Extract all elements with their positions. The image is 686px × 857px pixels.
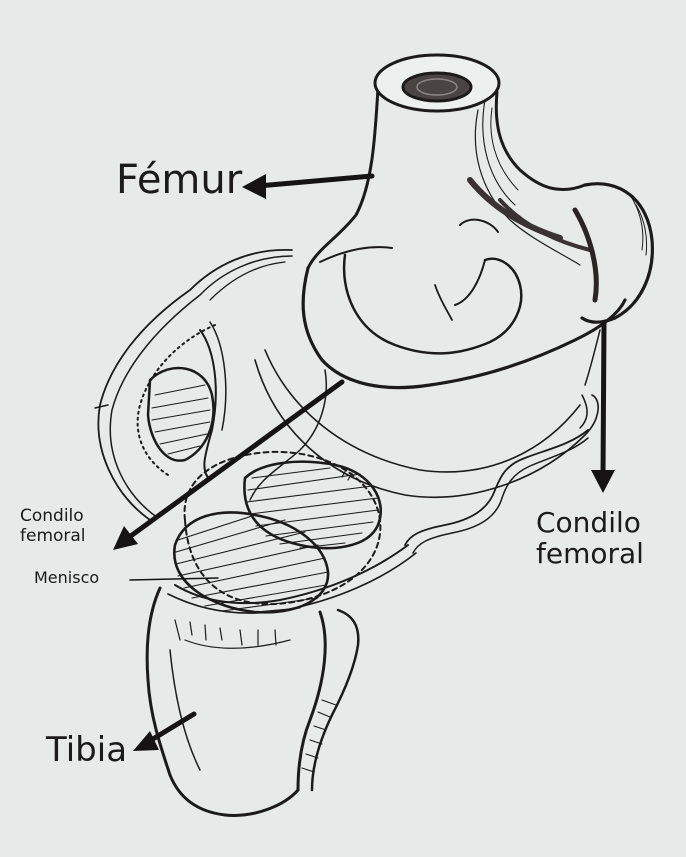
label-condilo-left-line1: Condilo [20,506,86,526]
joint-capsule [95,250,600,613]
meniscus [174,452,380,613]
label-condilo-femoral-right: Condilo femoral [536,507,644,570]
femur-shaft [308,55,590,268]
label-condilo-right-line1: Condilo [536,507,644,538]
arrow-femur [242,174,372,199]
label-femur: Fémur [116,160,242,200]
label-condilo-left-line2: femoral [20,526,86,546]
label-condilo-femoral-left: Condilo femoral [20,506,86,546]
tibia [147,588,358,815]
label-condilo-right-line2: femoral [536,538,644,569]
leader-menisco [130,578,218,580]
label-tibia: Tibia [46,733,127,767]
label-menisco: Menisco [34,570,99,586]
